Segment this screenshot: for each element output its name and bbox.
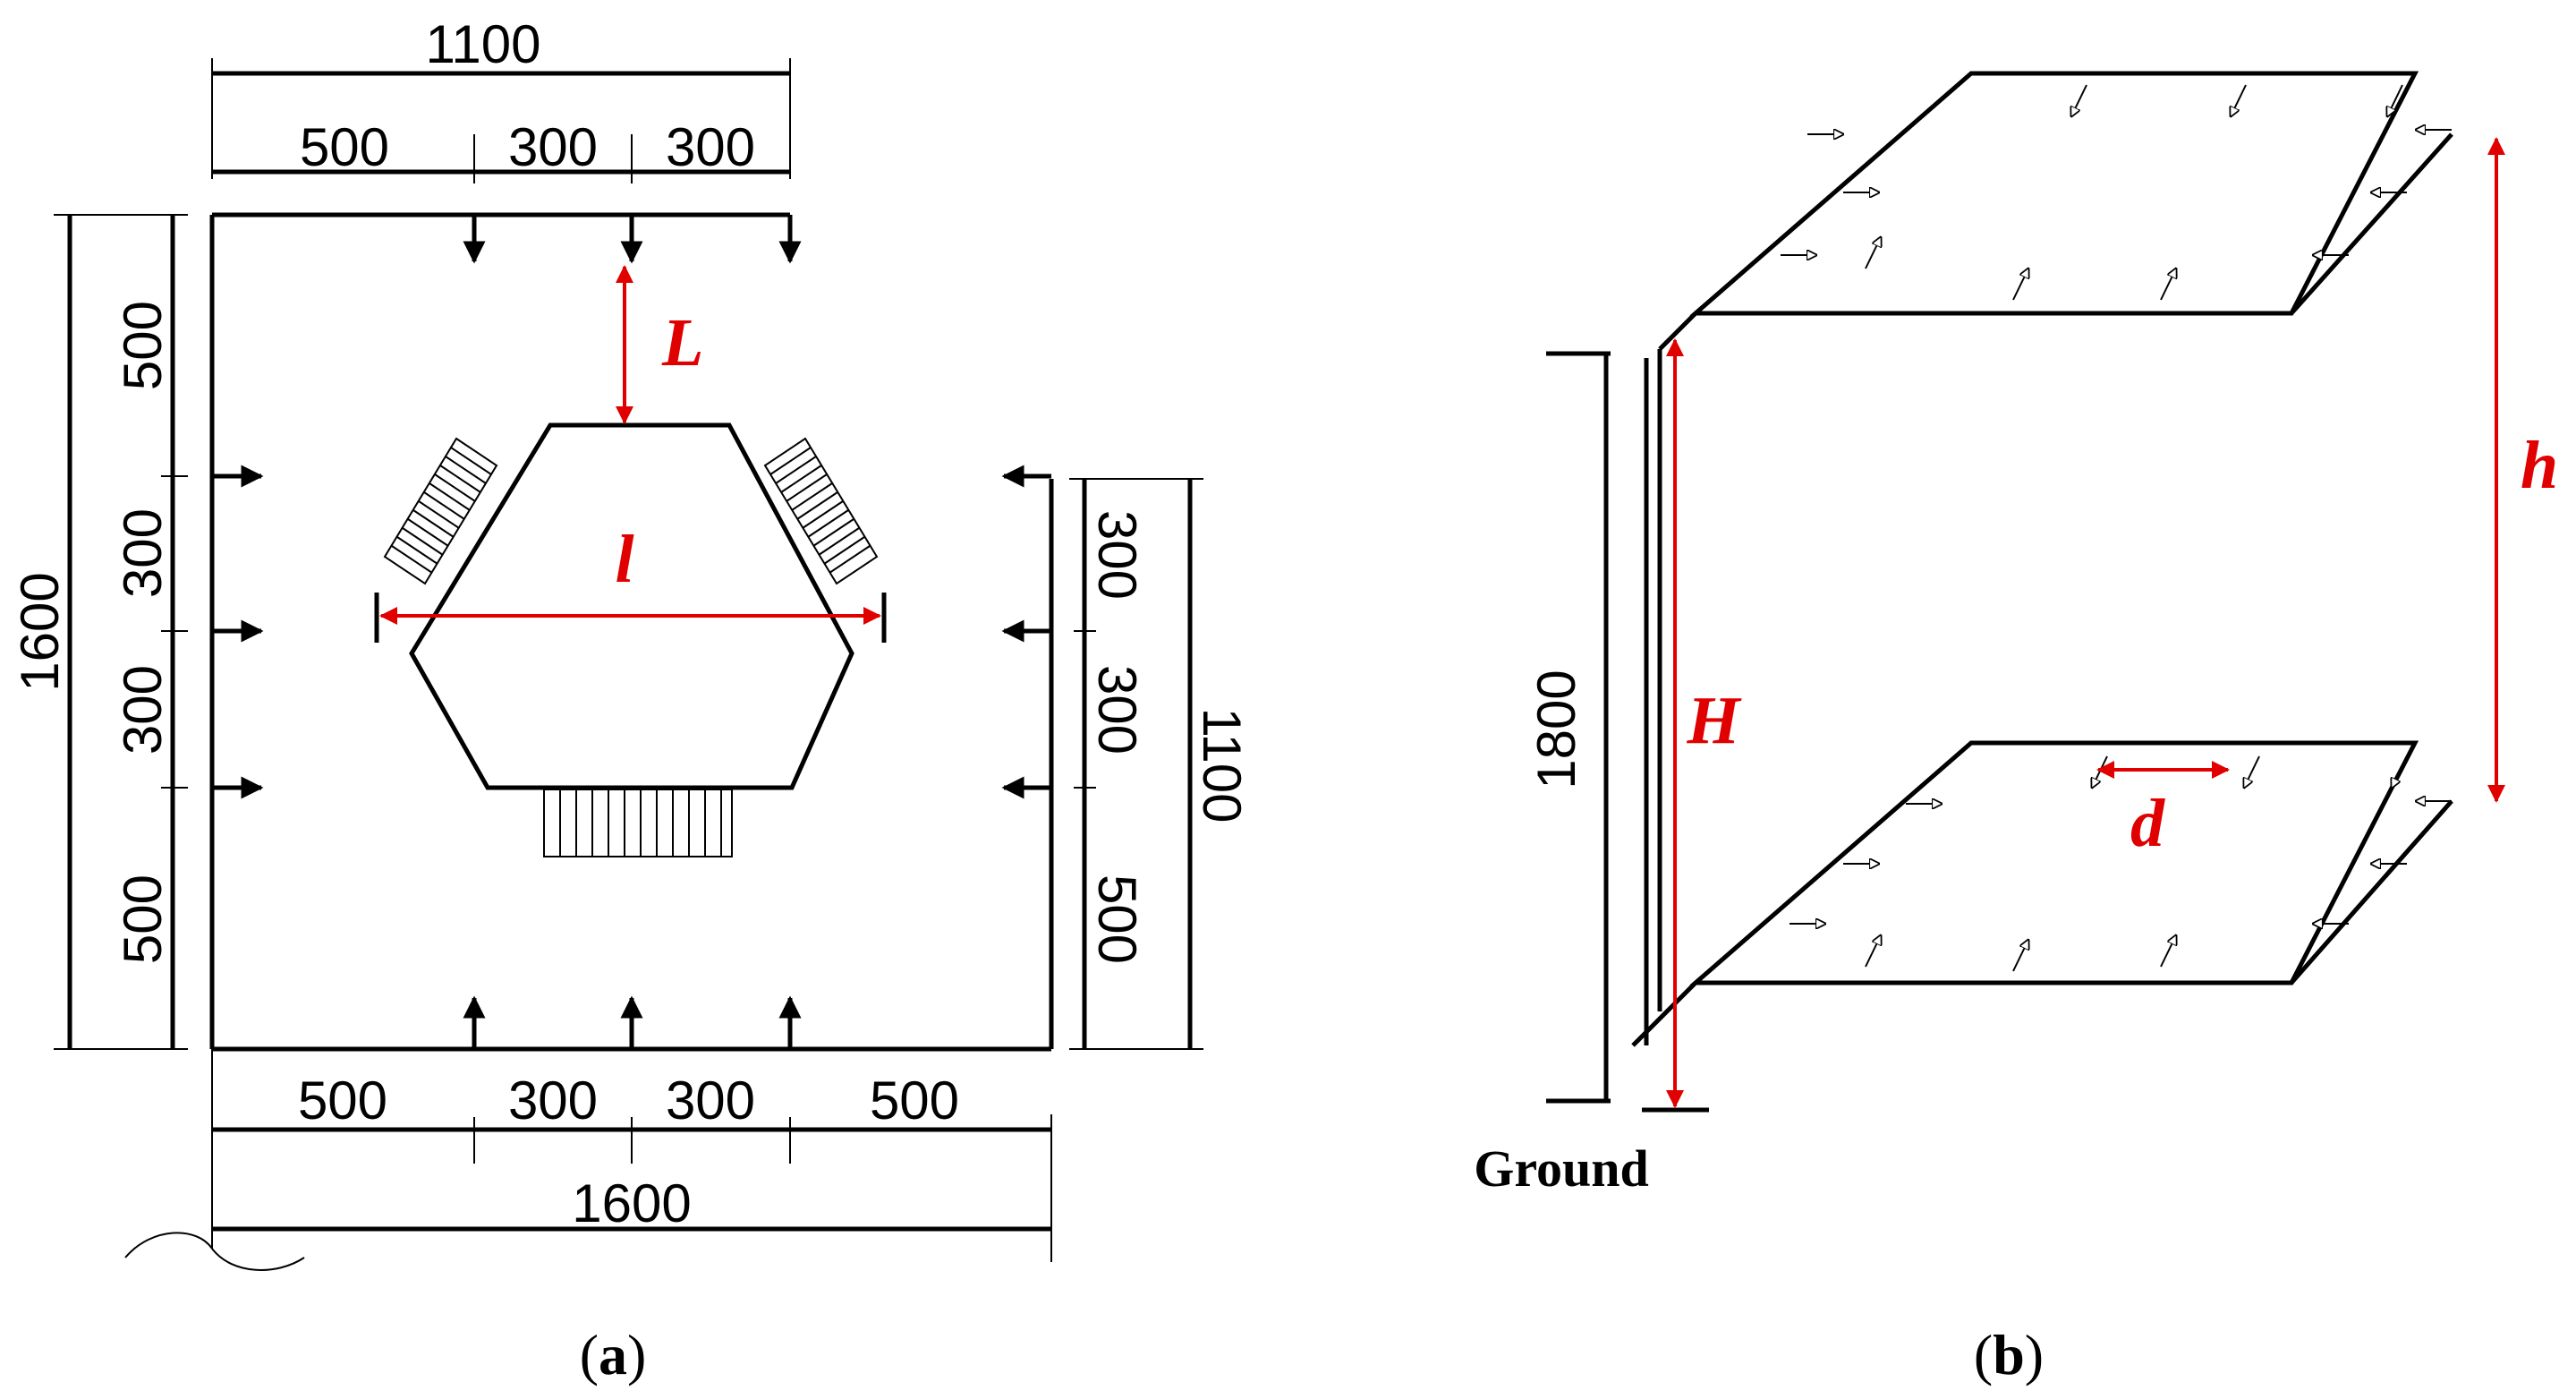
- room-outline: [209, 212, 1054, 1052]
- ground-marker: Ground: [1474, 1107, 1709, 1198]
- caption-b: (b): [1974, 1323, 2044, 1386]
- bottom-plate: [1631, 740, 2453, 1047]
- panel-a-plan-view: 1100 500 300 300 1600 500 300 300 500: [10, 14, 1252, 1386]
- left-seg-4-dim: 500: [113, 874, 173, 964]
- top-seg-3-dim: 300: [666, 117, 755, 177]
- height-1800-label: 1800: [1526, 670, 1586, 789]
- bottom-total-dim: 1600: [572, 1173, 691, 1233]
- bottom-dimensions: 500 300 300 500 1600: [124, 1049, 1052, 1271]
- height-h-indicator: h: [2487, 137, 2558, 803]
- spacing-d-indicator: d: [2096, 761, 2230, 861]
- top-plate: [1658, 71, 2453, 351]
- label-l: l: [615, 522, 633, 597]
- distance-L-indicator: L: [616, 265, 703, 424]
- label-H: H: [1686, 683, 1742, 758]
- left-seg-3-dim: 300: [113, 665, 173, 755]
- width-l-indicator: l: [374, 522, 887, 643]
- bottom-seg-3-dim: 300: [666, 1071, 755, 1130]
- height-H-indicator: H: [1666, 338, 1742, 1108]
- inlet-arrows: [212, 215, 1051, 1049]
- seat-left: [383, 437, 498, 585]
- panel-b-3d-view: 1800 Ground H h d (b): [1474, 71, 2558, 1386]
- seat-bottom: [543, 789, 733, 857]
- left-dimensions: 1600 500 300 300 500: [10, 214, 188, 1050]
- top-dimensions: 1100 500 300 300: [211, 14, 791, 183]
- right-dimensions: 300 300 500 1100: [1069, 478, 1252, 1050]
- hexagonal-table: [409, 422, 854, 790]
- top-plate-diffusers: [1781, 84, 2452, 301]
- right-seg-1-dim: 300: [1087, 510, 1147, 600]
- top-seg-2-dim: 300: [508, 117, 598, 177]
- left-seg-2-dim: 300: [113, 508, 173, 598]
- height-1800-dimension: 1800: [1526, 351, 1611, 1104]
- ground-label: Ground: [1474, 1139, 1649, 1198]
- right-total-dim: 1100: [1192, 707, 1252, 823]
- top-total-dim: 1100: [425, 14, 540, 74]
- caption-a: (a): [580, 1323, 647, 1386]
- bottom-seg-4-dim: 500: [870, 1071, 959, 1130]
- seat-right: [763, 437, 879, 585]
- label-L: L: [661, 305, 703, 380]
- right-seg-3-dim: 500: [1087, 874, 1147, 964]
- side-walls: [1644, 349, 1662, 1045]
- left-seg-1-dim: 500: [113, 301, 173, 390]
- label-d: d: [2130, 786, 2165, 861]
- bottom-seg-2-dim: 300: [508, 1071, 598, 1130]
- bottom-seg-1-dim: 500: [298, 1071, 387, 1130]
- left-total-dim: 1600: [10, 572, 70, 691]
- right-seg-2-dim: 300: [1087, 665, 1147, 755]
- top-seg-1-dim: 500: [300, 117, 389, 177]
- label-h: h: [2521, 428, 2558, 503]
